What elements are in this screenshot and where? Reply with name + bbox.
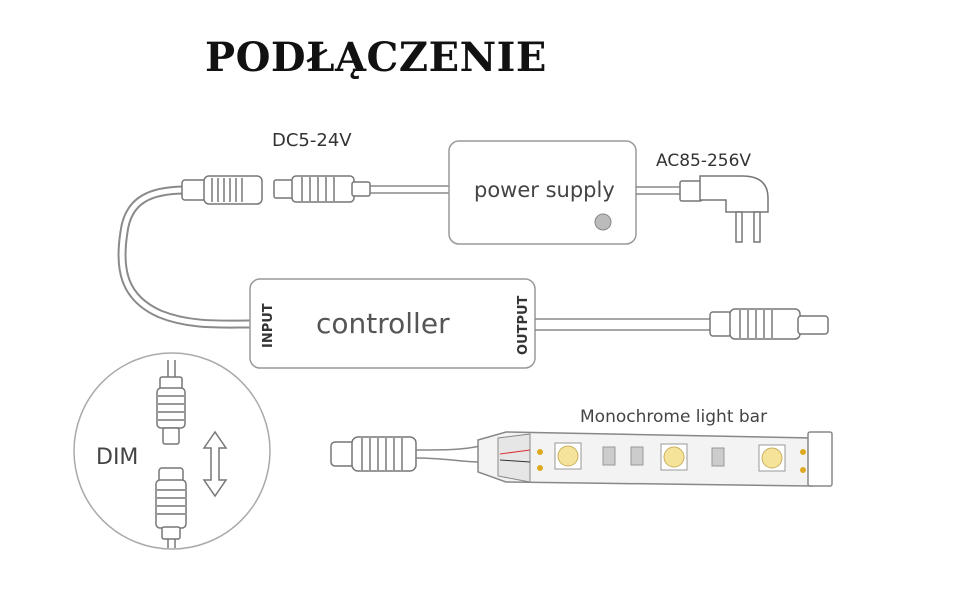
dc-female-connector	[181, 175, 263, 205]
dim-label: DIM	[96, 445, 138, 470]
ac-plug	[679, 175, 769, 243]
controller-output-label: OUTPUT	[516, 295, 531, 355]
power-led-indicator	[594, 213, 612, 231]
output-dc-plug	[709, 308, 829, 340]
controller-input-label: INPUT	[261, 303, 276, 348]
power-supply-box	[448, 140, 637, 245]
light-bar-label: Monochrome light bar	[580, 407, 767, 427]
dim-connector-circle	[73, 352, 271, 550]
ac-voltage-label: AC85-256V	[656, 151, 751, 171]
dc-male-plug	[273, 175, 371, 203]
double-arrow-icon	[202, 430, 228, 498]
power-supply-label: power supply	[474, 178, 615, 202]
led-chip	[660, 443, 688, 471]
led-strip	[477, 431, 833, 487]
dc-voltage-label: DC5-24V	[272, 130, 352, 151]
led-chip	[554, 442, 582, 470]
led-chip	[758, 444, 786, 472]
controller-label: controller	[316, 307, 450, 340]
strip-dc-jack	[330, 436, 417, 472]
page-title: PODŁĄCZENIE	[205, 34, 547, 81]
controller-box	[249, 278, 536, 369]
